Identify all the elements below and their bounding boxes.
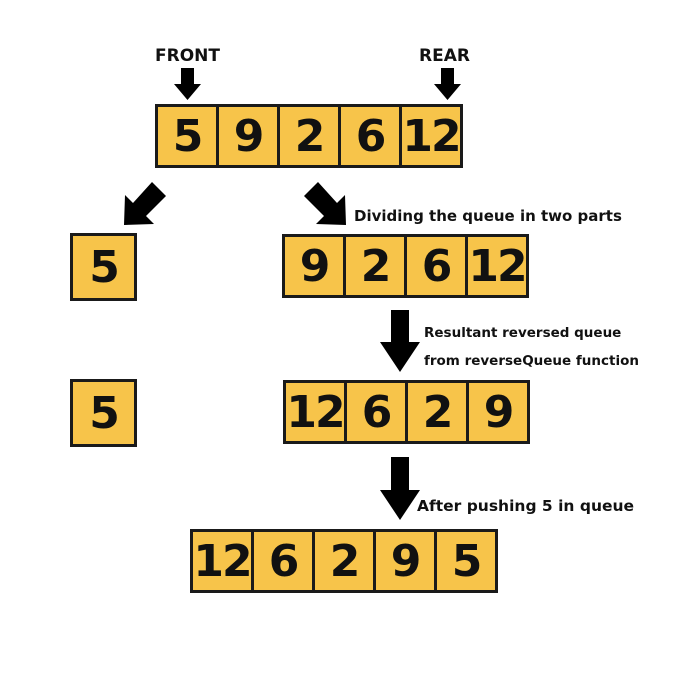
front-label: FRONT: [155, 46, 220, 66]
front-part-queue: 5: [70, 233, 137, 301]
reverse-down-arrow: [380, 310, 420, 372]
queue-cell: 2: [312, 529, 376, 593]
queue-cell: 6: [251, 529, 315, 593]
queue-cell: 12: [190, 529, 254, 593]
queue-cell: 5: [155, 104, 219, 168]
front-part-queue-again: 5: [70, 379, 137, 447]
push-down-arrow: [380, 457, 420, 520]
rear-label: REAR: [419, 46, 470, 66]
queue-cell: 5: [70, 233, 137, 301]
queue-cell: 2: [405, 380, 469, 444]
queue-cell: 12: [283, 380, 347, 444]
queue-cell: 6: [404, 234, 468, 298]
queue-cell: 2: [277, 104, 341, 168]
queue-cell: 2: [343, 234, 407, 298]
dividing-label: Dividing the queue in two parts: [354, 207, 622, 225]
queue-cell: 5: [70, 379, 137, 447]
resultant-label-line2: from reverseQueue function: [424, 353, 639, 369]
front-pointer-arrow: [174, 68, 201, 100]
final-queue: 12 6 2 9 5: [190, 529, 498, 597]
original-queue: 5 9 2 6 12: [155, 104, 463, 172]
queue-cell: 9: [466, 380, 530, 444]
queue-cell: 12: [465, 234, 529, 298]
queue-cell: 6: [344, 380, 408, 444]
queue-cell: 9: [373, 529, 437, 593]
queue-cell: 6: [338, 104, 402, 168]
reversed-queue: 12 6 2 9: [283, 380, 530, 448]
queue-cell: 5: [434, 529, 498, 593]
split-right-arrow: [304, 182, 346, 225]
after-pushing-label: After pushing 5 in queue: [417, 497, 635, 515]
queue-cell: 9: [216, 104, 280, 168]
queue-cell: 12: [399, 104, 463, 168]
queue-cell: 9: [282, 234, 346, 298]
rear-pointer-arrow: [434, 68, 461, 100]
rest-part-queue: 9 2 6 12: [282, 234, 529, 302]
split-left-arrow: [124, 182, 166, 225]
resultant-label-line1: Resultant reversed queue: [424, 325, 622, 341]
